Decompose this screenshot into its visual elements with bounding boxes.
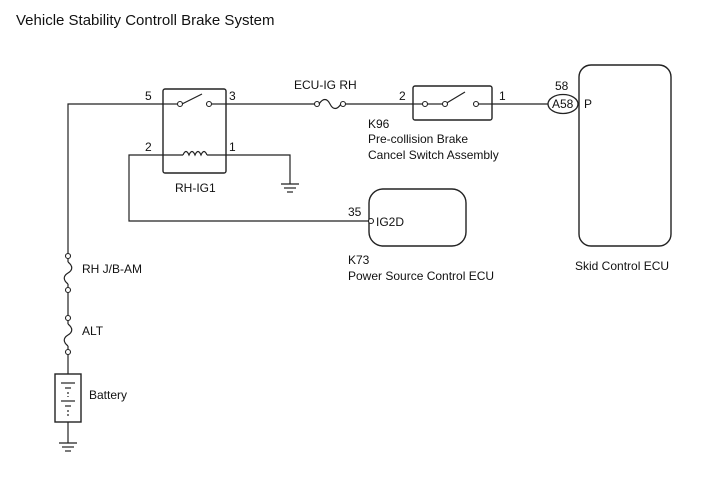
relay-pin-1: 1 (229, 140, 236, 154)
fuse-ecu-ig-rh-label: ECU-IG RH (294, 78, 357, 92)
wire-relay-to-power-ecu (128, 154, 369, 222)
fuse-rh-jb-am-icon (63, 252, 73, 294)
relay-pin-2: 2 (145, 140, 152, 154)
switch-code: K96 (368, 117, 390, 131)
power-ecu-label: Power Source Control ECU (348, 269, 494, 283)
relay-pin-3: 3 (229, 89, 236, 103)
connector-a58-icon (547, 93, 579, 115)
pre-collision-switch-assembly (412, 85, 493, 121)
power-ecu-code: K73 (348, 253, 370, 267)
power-ecu-terminal: IG2D (376, 215, 404, 229)
relay-label: RH-IG1 (175, 181, 216, 195)
relay-rh-ig1 (162, 88, 227, 174)
battery-label: Battery (89, 388, 127, 402)
wire-rhjb-relay (67, 103, 163, 256)
fuse-rh-jb-am-label: RH J/B-AM (82, 262, 142, 276)
switch-name-line2: Cancel Switch Assembly (368, 148, 499, 162)
skid-ecu-terminal: P (584, 97, 592, 111)
power-ecu-pin: 35 (348, 205, 362, 219)
wire-relay-ground (226, 154, 291, 184)
fuse-alt-icon (63, 314, 73, 356)
skid-ecu-pin: 58 (555, 79, 569, 93)
switch-pin-2: 2 (399, 89, 406, 103)
fuse-ecu-ig-rh-icon (313, 98, 347, 110)
skid-control-ecu-box (578, 64, 672, 247)
diagram-title: Vehicle Stability Controll Brake System (16, 12, 274, 29)
relay-ground-icon (281, 183, 299, 193)
skid-ecu-label: Skid Control ECU (575, 259, 669, 273)
switch-name-line1: Pre-collision Brake (368, 132, 468, 146)
battery-ground-icon (59, 422, 77, 452)
fuse-alt-label: ALT (82, 324, 104, 338)
relay-pin-5: 5 (145, 89, 152, 103)
power-ecu-terminal-dot (367, 217, 375, 225)
power-source-ecu-box (368, 188, 467, 247)
connector-a58-label: A58 (552, 97, 574, 111)
battery-icon (54, 373, 82, 423)
switch-pin-1: 1 (499, 89, 506, 103)
